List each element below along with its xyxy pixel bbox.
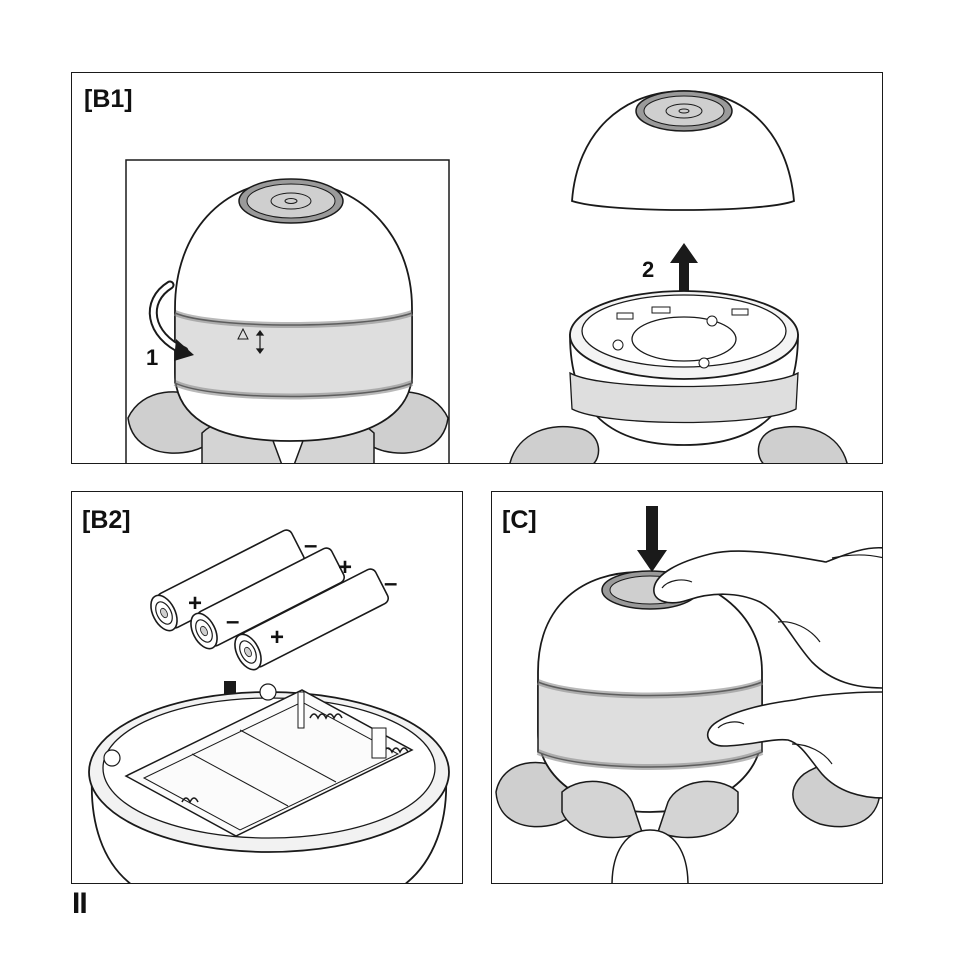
b1-step-one-label: 1 (146, 347, 158, 369)
b1-step-two-label: 2 (642, 259, 654, 281)
battery-compartment (89, 684, 449, 884)
battery-3-minus: – (384, 572, 397, 596)
panel-b1: [B1] (71, 72, 883, 464)
battery-2-plus: + (338, 556, 352, 580)
c-illustration (492, 492, 883, 884)
b2-illustration (72, 492, 463, 884)
battery-2-minus: – (226, 610, 239, 634)
b1-illustration (72, 73, 883, 464)
page-marker: II (72, 889, 87, 919)
panel-c: [C] (491, 491, 883, 884)
b1-opened-egg-device (510, 91, 847, 464)
panel-b2: [B2] (71, 491, 463, 884)
battery-1-minus: – (304, 534, 317, 558)
battery-3-plus: + (270, 626, 284, 650)
battery-1-plus: + (188, 592, 202, 616)
c-press-arrow (637, 506, 667, 572)
